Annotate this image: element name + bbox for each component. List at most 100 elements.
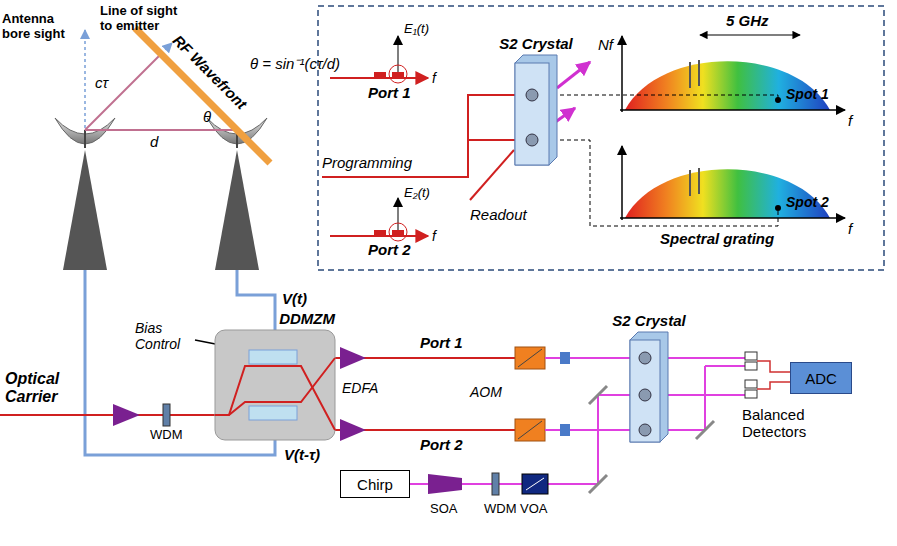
rect-mark bbox=[163, 404, 170, 426]
text-label: Line of sight to emitter bbox=[100, 4, 184, 34]
line-mark bbox=[85, 129, 237, 131]
rect-mark bbox=[745, 390, 757, 398]
line-mark bbox=[397, 36, 399, 72]
rect-mark bbox=[374, 230, 386, 236]
rect-mark bbox=[515, 419, 545, 441]
text-label: Nf bbox=[598, 36, 613, 53]
text-label: EDFA bbox=[342, 380, 378, 396]
text-label: Readout bbox=[470, 206, 527, 223]
circle-mark bbox=[775, 97, 781, 103]
line-mark bbox=[668, 429, 705, 431]
rect-mark bbox=[392, 72, 404, 78]
text-label: Bias Control bbox=[135, 320, 197, 352]
line-mark bbox=[620, 109, 845, 111]
circle-mark bbox=[389, 223, 407, 241]
crystal-shape bbox=[515, 55, 557, 165]
box-label: Chirp bbox=[357, 476, 393, 493]
crystal: S2 Crystal bbox=[630, 332, 668, 442]
line-mark bbox=[689, 62, 691, 88]
line-mark bbox=[545, 429, 630, 431]
polyline-mark bbox=[322, 95, 515, 177]
crystal-shape bbox=[630, 332, 668, 442]
text-label: Balanced Detectors bbox=[742, 406, 857, 441]
path-mark bbox=[428, 474, 462, 494]
rect-mark bbox=[515, 347, 545, 369]
line-mark bbox=[668, 394, 745, 396]
line-mark bbox=[397, 198, 399, 230]
polyline-mark bbox=[757, 382, 790, 389]
path-mark bbox=[113, 404, 140, 426]
text-label: Antenna bore sight bbox=[2, 12, 72, 42]
text-label: Port 1 bbox=[420, 334, 463, 351]
rect-mark bbox=[745, 380, 757, 388]
box-label: ADC bbox=[805, 370, 837, 387]
mzm-waveguide bbox=[215, 330, 335, 440]
line-mark bbox=[84, 30, 86, 128]
text-label: Port 2 bbox=[368, 241, 411, 258]
line-mark bbox=[696, 421, 714, 439]
line-mark bbox=[705, 365, 745, 367]
line-mark bbox=[518, 349, 542, 367]
text-label: d bbox=[150, 133, 158, 150]
text-label: f bbox=[432, 228, 436, 244]
text-label: cτ bbox=[95, 74, 108, 91]
rect-mark bbox=[560, 352, 570, 364]
line-mark bbox=[84, 130, 86, 148]
node-heading: S2 Crystal bbox=[499, 35, 572, 52]
path-mark bbox=[625, 169, 830, 218]
line-mark bbox=[589, 386, 607, 404]
text-label: f bbox=[848, 220, 852, 237]
text-label: 5 GHz bbox=[726, 12, 769, 29]
line-mark bbox=[545, 357, 630, 359]
line-mark bbox=[700, 34, 800, 35]
polyline-mark bbox=[237, 270, 275, 330]
line-mark bbox=[698, 60, 700, 86]
inset bbox=[318, 6, 884, 270]
path-mark bbox=[215, 150, 259, 270]
node-heading: S2 Crystal bbox=[612, 312, 685, 329]
line-mark bbox=[0, 414, 215, 416]
line-mark bbox=[557, 62, 590, 88]
line-mark bbox=[135, 28, 270, 163]
rect-mark bbox=[318, 6, 884, 270]
text-label: Spot 1 bbox=[786, 86, 829, 102]
text-label: θ = sin⁻¹(cτ/d) bbox=[250, 55, 340, 72]
rect-mark bbox=[745, 352, 757, 360]
text-label: WDM bbox=[150, 428, 183, 443]
crystal: S2 Crystal bbox=[515, 55, 557, 165]
path-mark bbox=[625, 61, 830, 110]
crystal-body bbox=[515, 55, 557, 165]
path-mark bbox=[340, 347, 366, 369]
text-label: VOA bbox=[520, 502, 547, 517]
text-label: f bbox=[848, 112, 852, 129]
path-mark bbox=[340, 419, 366, 441]
line-mark bbox=[620, 217, 845, 219]
polyline-mark bbox=[757, 361, 790, 372]
optical-input bbox=[0, 340, 246, 426]
text-label: Port 1 bbox=[368, 84, 411, 101]
text-label: V(t) bbox=[282, 290, 307, 307]
text-label: AOM bbox=[470, 384, 502, 400]
polyline-mark bbox=[560, 140, 778, 226]
text-label: V(t-τ) bbox=[284, 446, 320, 463]
geometry-lines bbox=[85, 28, 270, 163]
line-mark bbox=[689, 170, 691, 196]
text-label: Port 2 bbox=[420, 436, 463, 453]
beam-connector bbox=[335, 429, 630, 431]
crystal-body bbox=[630, 332, 668, 442]
rect-mark bbox=[560, 424, 570, 436]
line-mark bbox=[704, 366, 706, 430]
path-mark bbox=[63, 150, 107, 270]
beam-connector bbox=[335, 357, 630, 359]
line-mark bbox=[621, 36, 623, 112]
text-label: WDM bbox=[484, 502, 517, 517]
antenna bbox=[55, 118, 267, 270]
adc-box: ADC bbox=[790, 362, 852, 394]
line-mark bbox=[698, 168, 700, 194]
rect-mark bbox=[392, 230, 404, 236]
text-label: Spectral grating bbox=[660, 230, 774, 247]
rect-mark bbox=[745, 362, 757, 370]
beam-connector bbox=[410, 395, 630, 484]
chirp-box: Chirp bbox=[340, 470, 410, 498]
